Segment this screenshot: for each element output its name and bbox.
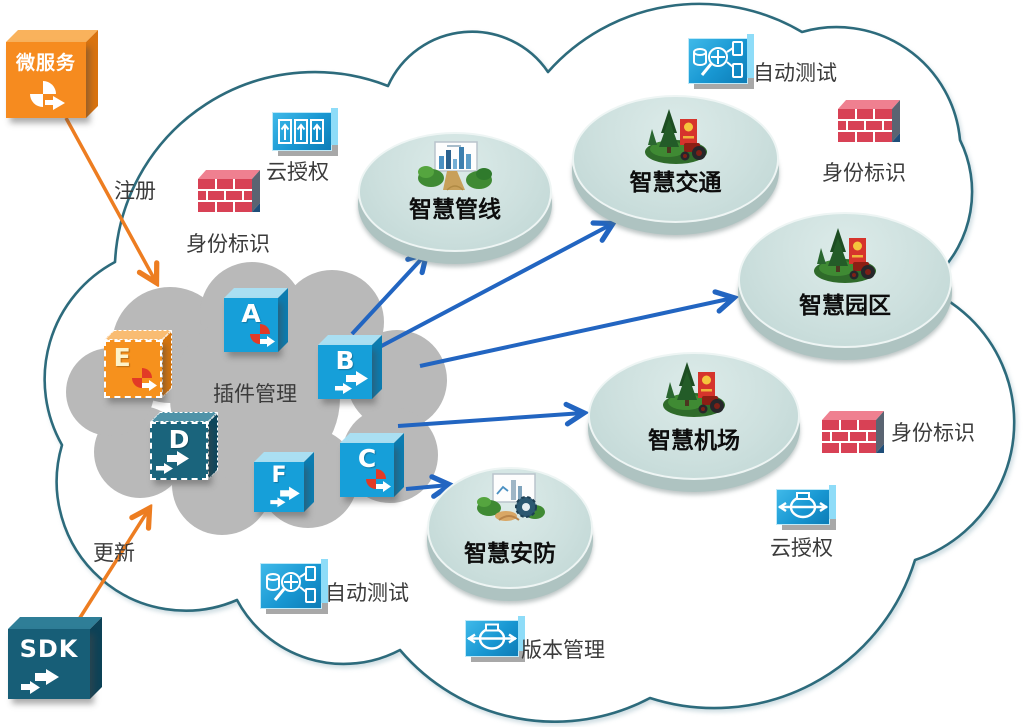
cube-right-face	[278, 288, 288, 352]
deployment-arrows	[350, 224, 733, 489]
plugin-letter: F	[271, 463, 287, 488]
park-scene-icon	[663, 362, 725, 417]
brick-wall-icon	[198, 170, 260, 212]
park-scene-icon	[814, 228, 876, 283]
double-arrow-icon	[270, 486, 300, 508]
cube-front-face: A	[224, 298, 278, 352]
cube-top-face	[8, 617, 102, 629]
double-arrow-icon	[20, 669, 59, 694]
service-label-version-mgmt: 版本管理	[521, 638, 605, 662]
pie-arrow-icon	[132, 368, 157, 391]
cube-front-face: 微服务	[6, 42, 86, 118]
cube-right-face	[304, 452, 314, 512]
auto-test-icon	[260, 559, 328, 609]
city-pipeline-icon	[418, 141, 492, 191]
service-label-identity-mid-right: 身份标识	[891, 421, 975, 445]
cube-front-face: F	[254, 462, 304, 512]
pie-arrow-icon	[366, 469, 391, 492]
brick-wall-icon	[838, 100, 900, 142]
register-label: 注册	[114, 179, 156, 203]
app-smart-traffic: 智慧交通	[572, 95, 779, 235]
plugin-letter: A	[241, 299, 261, 328]
arrow-to-pipeline	[350, 254, 426, 336]
arrow-to-security	[405, 485, 449, 489]
cube-right-face	[86, 30, 98, 118]
arrow-to-park	[419, 298, 733, 368]
cloud-auth-boxes-icon	[272, 108, 338, 151]
icon-3d-flap	[829, 485, 836, 519]
app-label: 智慧管线	[409, 197, 501, 223]
app-label: 智慧园区	[799, 293, 891, 319]
cube-front-face: B	[318, 345, 372, 399]
cube-front-face: SDK	[8, 629, 90, 699]
cube-front-face: E	[104, 340, 162, 398]
icon-3d-flap	[747, 34, 754, 78]
service-label-cloud-auth-top: 云授权	[266, 160, 329, 184]
security-monitor-icon	[477, 473, 545, 521]
icon-3d-flap	[331, 108, 338, 145]
app-label: 智慧机场	[648, 428, 740, 454]
double-arrow-icon	[335, 371, 368, 394]
version-dial-icon	[776, 485, 836, 525]
app-smart-security: 智慧安防	[427, 467, 593, 601]
service-label-identity-top-left: 身份标识	[186, 232, 270, 256]
cube-right-face	[208, 412, 218, 480]
cube-right-face	[394, 433, 404, 497]
plugin-letter: B	[335, 346, 355, 375]
cube-right-face	[162, 330, 172, 398]
auto-test-icon	[688, 34, 754, 84]
service-label-cloud-auth-bottom: 云授权	[770, 536, 833, 560]
service-label-identity-top-right: 身份标识	[822, 161, 906, 185]
version-dial-icon	[465, 616, 525, 657]
update-arrow	[74, 509, 149, 625]
app-smart-park: 智慧园区	[738, 212, 952, 360]
app-label: 智慧交通	[629, 170, 722, 196]
icon-3d-flap	[321, 559, 328, 603]
pinwheel-arrow-icon	[30, 81, 65, 110]
plugin-cloud-label: 插件管理	[213, 382, 297, 406]
park-scene-icon	[644, 109, 707, 164]
io-arrows	[64, 117, 156, 625]
plugin-letter: E	[113, 343, 131, 372]
app-smart-pipeline: 智慧管线	[358, 132, 552, 264]
service-label-auto-test-bottom: 自动测试	[325, 581, 409, 605]
brick-wall-icon	[822, 411, 884, 453]
arrow-to-airport	[397, 413, 583, 428]
register-arrow	[64, 117, 156, 282]
cube-top-face	[6, 30, 98, 42]
app-label: 智慧安防	[464, 541, 556, 567]
plugin-letter: D	[168, 425, 190, 454]
cube-front-face: D	[150, 422, 208, 480]
double-arrow-icon	[156, 451, 189, 474]
app-smart-airport: 智慧机场	[588, 352, 800, 492]
cube-right-face	[90, 617, 102, 699]
service-label-auto-test-top: 自动测试	[753, 61, 837, 85]
update-label: 更新	[93, 541, 135, 565]
plugin-letter: C	[357, 444, 377, 473]
sdk-label: SDK	[19, 635, 79, 663]
icon-3d-flap	[518, 616, 525, 651]
arrow-to-traffic	[373, 224, 612, 352]
pie-arrow-icon	[250, 324, 275, 347]
cube-right-face	[372, 335, 382, 399]
cube-front-face: C	[340, 443, 394, 497]
ellipse-face	[588, 352, 800, 480]
microservice-label: 微服务	[15, 52, 76, 74]
